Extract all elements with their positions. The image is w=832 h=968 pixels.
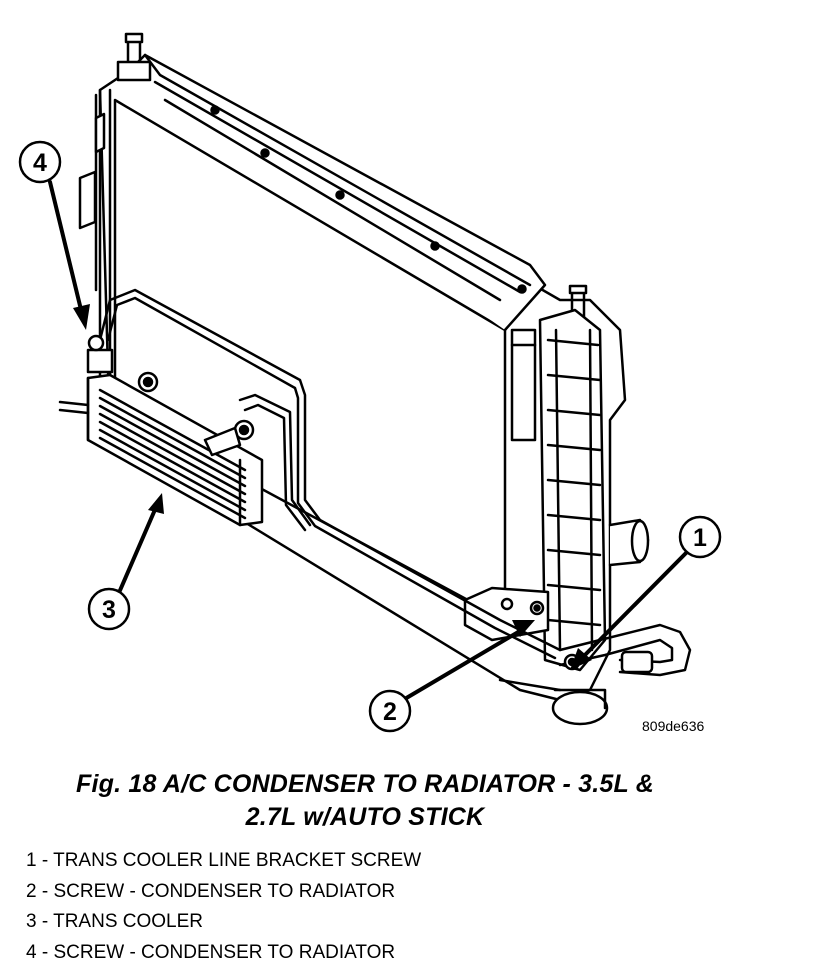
figure-caption-line1: Fig. 18 A/C CONDENSER TO RADIATOR - 3.5L…	[76, 770, 654, 798]
legend-item: 4 - SCREW - CONDENSER TO RADIATOR	[26, 941, 396, 963]
trans-cooler-lines	[98, 288, 562, 660]
callout-4: 4	[18, 140, 62, 184]
callout-leaders	[48, 180, 689, 702]
svg-text:3: 3	[102, 596, 116, 624]
radiator-side-tank	[510, 308, 650, 726]
trans-cooler	[58, 334, 264, 527]
callout-arrowheads	[73, 304, 592, 670]
figure-legend: 1 - TRANS COOLER LINE BRACKET SCREW 2 - …	[26, 846, 421, 968]
radiator-core	[78, 32, 588, 622]
trans-cooler-lines-right	[558, 623, 692, 677]
callout-3: 3	[87, 587, 131, 631]
legend-item: 2 - SCREW - CONDENSER TO RADIATOR	[26, 880, 396, 902]
svg-text:4: 4	[33, 149, 47, 177]
callout-1: 1	[678, 515, 722, 559]
svg-text:2: 2	[383, 698, 397, 726]
legend-item: 1 - TRANS COOLER LINE BRACKET SCREW	[26, 850, 422, 871]
legend-item: 3 - TRANS COOLER	[26, 911, 204, 932]
figure-reference-code: 809de636	[642, 718, 705, 734]
svg-text:1: 1	[693, 524, 707, 552]
figure-caption-line2: 2.7L w/AUTO STICK	[245, 803, 485, 831]
condenser-radiator-illustration: 4 1 2 3	[18, 32, 722, 733]
callout-2: 2	[368, 689, 412, 733]
